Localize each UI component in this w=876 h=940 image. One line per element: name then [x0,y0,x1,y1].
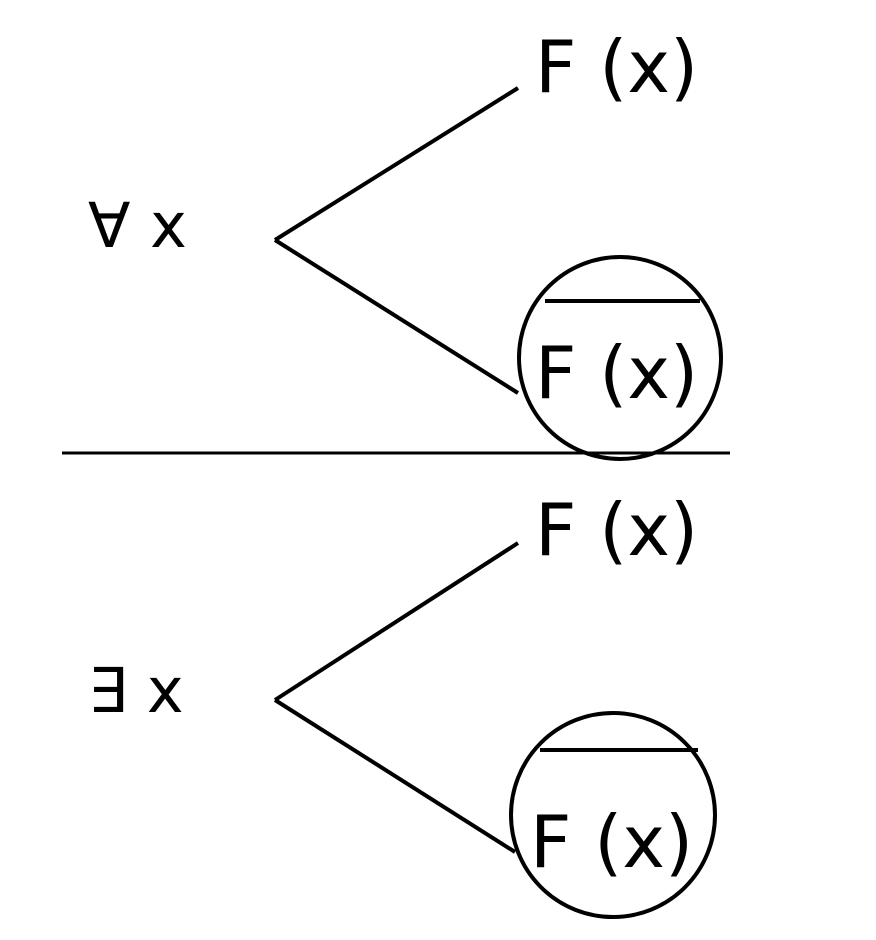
existential-lower-branch-label: F (x) [530,800,693,884]
existential-quantifier-label: ∃ x [88,654,184,727]
existential-block: ∃ x F (x) F (x) [88,488,717,919]
existential-upper-branch-label: F (x) [535,488,698,572]
universal-upper-branch-label: F (x) [535,25,698,109]
existential-upper-branch-line [273,541,520,702]
universal-lower-branch-label: F (x) [535,331,698,415]
existential-negation-circle [509,711,717,919]
universal-block: ∀ x F (x) F (x) [88,25,723,461]
existential-lower-branch-line [273,698,517,854]
universal-negation-circle [517,255,723,461]
universal-lower-branch-line [273,238,520,395]
universal-quantifier-label: ∀ x [88,189,187,262]
universal-upper-branch-line [273,86,520,242]
